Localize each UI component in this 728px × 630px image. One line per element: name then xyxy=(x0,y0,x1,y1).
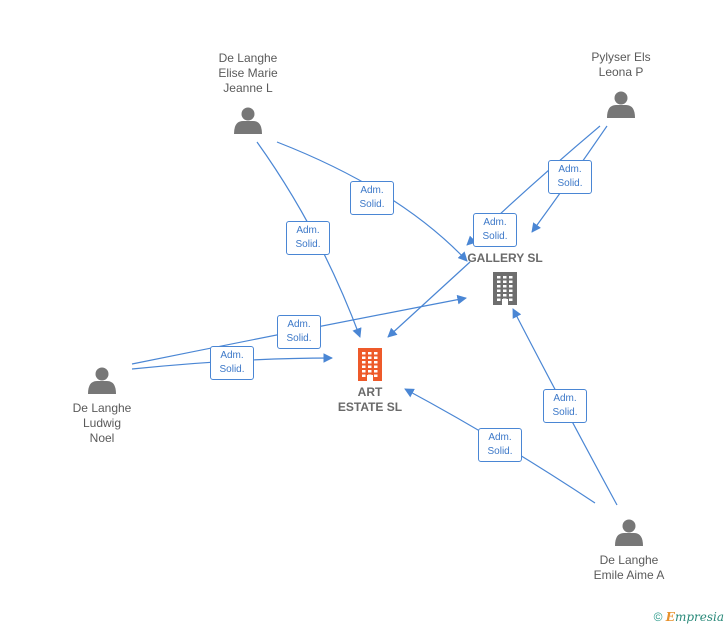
building-icon[interactable] xyxy=(493,272,517,305)
edge-role-badge[interactable]: Adm. Solid. xyxy=(543,389,587,423)
edge-role-badge[interactable]: Adm. Solid. xyxy=(350,181,394,215)
name-line: Pylyser Els xyxy=(591,50,651,64)
edge-role-text: Adm. xyxy=(483,217,507,228)
name-line: ESTATE SL xyxy=(337,400,403,414)
edge-role-text: Solid. xyxy=(482,231,508,242)
edge-role-text: Adm. xyxy=(287,319,311,330)
edge-role-text: Solid. xyxy=(487,446,513,457)
edge-role-text: Adm. xyxy=(296,225,320,236)
name-line: Elise Marie xyxy=(218,66,278,80)
edge-role-badge[interactable]: Adm. Solid. xyxy=(478,428,522,462)
edge-role-text: Solid. xyxy=(295,239,321,250)
brand-logo: Empresia xyxy=(665,610,724,624)
name-line: De Langhe xyxy=(72,401,132,415)
name-line: GALLERY SL xyxy=(467,251,543,265)
person-icon[interactable] xyxy=(607,91,635,119)
edge-role-badge[interactable]: Adm. Solid. xyxy=(473,213,517,247)
copyright-symbol: © xyxy=(653,610,663,624)
edge-role-text: Adm. xyxy=(488,432,512,443)
edge-role-text: Solid. xyxy=(219,364,245,375)
edge-role-text: Solid. xyxy=(359,199,385,210)
name-line: Ludwig xyxy=(82,416,122,430)
person-icon[interactable] xyxy=(88,367,116,395)
name-line: Emile Aime A xyxy=(593,568,665,582)
name-line: Jeanne L xyxy=(223,81,273,95)
building-icon[interactable] xyxy=(358,348,382,381)
name-line: De Langhe xyxy=(599,553,659,567)
edge-role-text: Adm. xyxy=(220,350,244,361)
edge-role-text: Adm. xyxy=(558,164,582,175)
edge-role-text: Adm. xyxy=(553,393,577,404)
edge-role-text: Adm. xyxy=(360,185,384,196)
edge-role-text: Solid. xyxy=(552,407,578,418)
name-line: De Langhe xyxy=(218,51,278,65)
edge-role-badge[interactable]: Adm. Solid. xyxy=(277,315,321,349)
edge-role-badge[interactable]: Adm. Solid. xyxy=(548,160,592,194)
edge-role-text: Solid. xyxy=(286,333,312,344)
name-line: ART xyxy=(357,385,383,399)
person-icon[interactable] xyxy=(234,107,262,135)
name-line: Leona P xyxy=(598,65,644,79)
edge-role-badge[interactable]: Adm. Solid. xyxy=(210,346,254,380)
person-icon[interactable] xyxy=(615,519,643,547)
name-line: Noel xyxy=(89,431,115,445)
footer-brand: © Empresia xyxy=(654,610,724,624)
edge-role-badge[interactable]: Adm. Solid. xyxy=(286,221,330,255)
edge-role-text: Solid. xyxy=(557,178,583,189)
edge-segment xyxy=(387,261,471,338)
